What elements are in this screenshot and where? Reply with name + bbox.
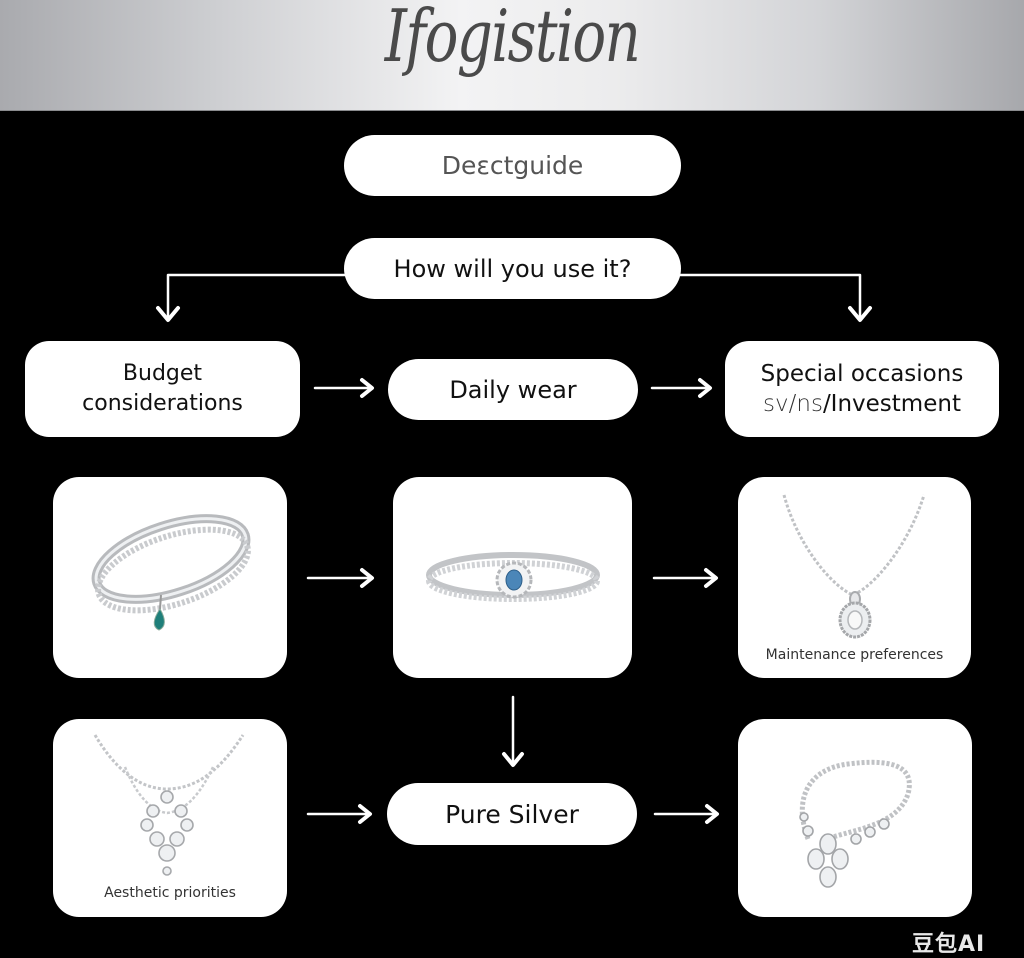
header-banner: Ifogistion [0, 0, 1024, 111]
daily-wear-text: Daily wear [449, 375, 577, 404]
pure-silver-text: Pure Silver [445, 799, 579, 829]
aesthetic-priorities-caption: Aesthetic priorities [104, 885, 236, 901]
maintenance-preferences-caption: Maintenance preferences [765, 647, 944, 663]
budget-line1: Budget [122, 361, 203, 386]
special-occasions-line1: Special occasions [760, 361, 964, 387]
line2-main: /Investment [822, 391, 961, 417]
page-title: Ifogistion [384, 0, 641, 78]
question-node[interactable]: How will you use it? [344, 238, 681, 299]
watermark: 豆包AI [912, 932, 986, 957]
guide-label-text: Deεctguide [441, 151, 584, 180]
pure-silver-node[interactable]: Pure Silver [387, 783, 637, 845]
halo-ring-blue-stone-icon [426, 552, 600, 602]
draped-necklace-icon [93, 734, 245, 876]
ring-with-teal-charm-icon [91, 514, 251, 631]
line2-prefix: sv/ns [763, 391, 823, 417]
question-text: How will you use it? [393, 254, 632, 283]
special-occasions-line2: sv/ns/Investment [763, 389, 961, 419]
cluster-ring-card[interactable] [738, 719, 972, 917]
halo-ring-card[interactable] [393, 477, 632, 678]
cluster-ring-icon [799, 759, 912, 888]
pendant-necklace-icon [782, 494, 926, 639]
draped-necklace-card[interactable]: Aesthetic priorities [53, 719, 287, 917]
special-occasions-node[interactable]: Special occasions sv/ns/Investment [725, 341, 999, 437]
budget-line2: considerations [82, 391, 243, 416]
pendant-necklace-card[interactable]: Maintenance preferences [738, 477, 971, 678]
ring-teal-drop-card[interactable] [53, 477, 287, 678]
daily-wear-node[interactable]: Daily wear [388, 359, 638, 420]
guide-label-pill[interactable]: Deεctguide [344, 135, 681, 196]
budget-considerations-node[interactable]: Budget considerations [25, 341, 300, 437]
